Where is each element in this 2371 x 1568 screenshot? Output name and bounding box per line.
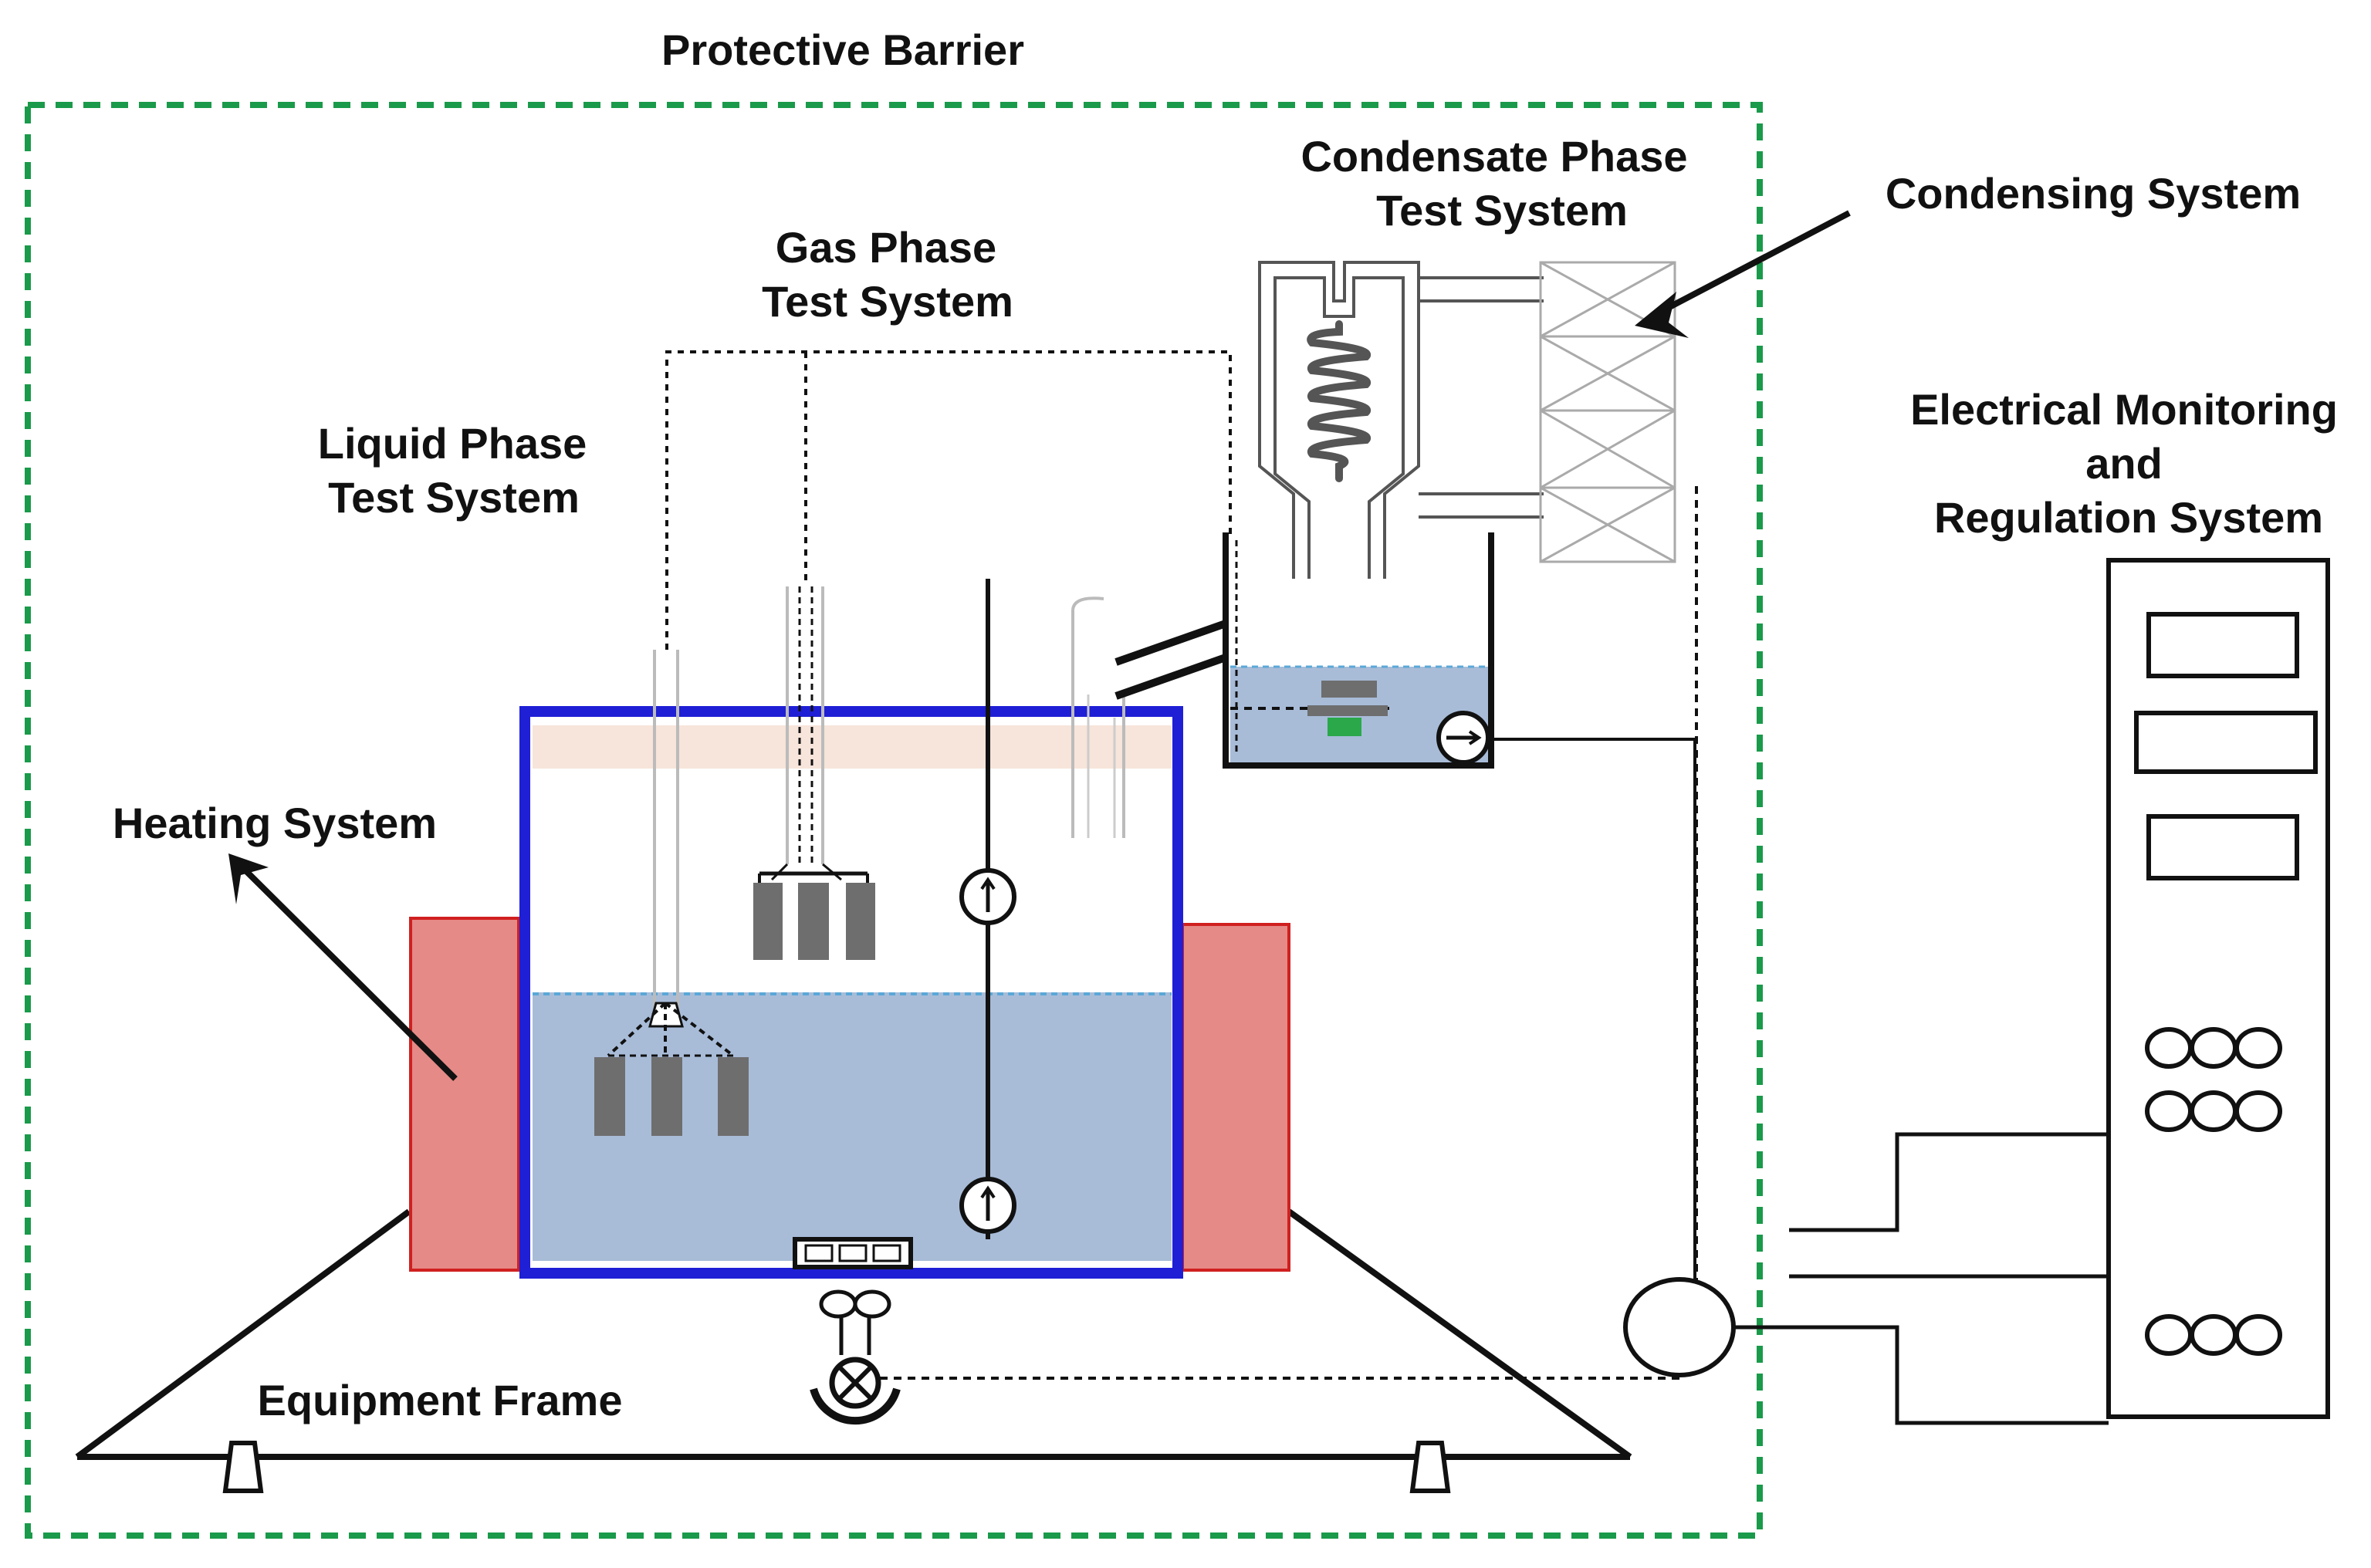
control-knobs-row-3 — [2145, 1314, 2282, 1356]
condensate-return-tube — [1071, 596, 1227, 838]
control-cabinet — [2106, 558, 2330, 1419]
liquid-specimen — [594, 1057, 625, 1136]
gas-specimen — [753, 883, 783, 960]
electrical-label-line2: and — [2085, 439, 2163, 488]
protective-barrier-outline — [25, 102, 1763, 1539]
gas-specimen — [798, 883, 829, 960]
test-vessel — [519, 706, 1183, 1279]
condensate-sensor-cable — [1490, 738, 1696, 1295]
condenser-coil — [1307, 320, 1372, 482]
magnetic-coupling — [819, 1289, 891, 1355]
protective-barrier-label: Protective Barrier — [661, 25, 1024, 74]
equipment-frame — [75, 1208, 1632, 1460]
flow-meter — [1623, 1277, 1736, 1377]
gas-specimen — [846, 883, 875, 960]
gas-phase-label-line1: Gas Phase — [776, 223, 996, 272]
control-cables — [1733, 1132, 2109, 1425]
condensing-unit — [1539, 261, 1676, 563]
display-panel — [2146, 814, 2299, 880]
condensing-system-label: Condensing System — [1886, 169, 2301, 218]
liquid-specimen — [651, 1057, 682, 1136]
gas-phase-holder — [758, 586, 869, 884]
vapor-band — [533, 725, 1172, 769]
display-panel — [2146, 612, 2299, 678]
stirrer-cell — [872, 1244, 901, 1262]
heating-system-arrow — [228, 853, 458, 1081]
liquid-bath — [533, 992, 1172, 1261]
condenser-column — [1258, 261, 1544, 579]
condensate-phase-label-line2: Test System — [1376, 186, 1628, 235]
probe-sensor-lower — [959, 1177, 1016, 1234]
gas-phase-label-line2: Test System — [762, 277, 1013, 326]
probe-sensor-upper — [959, 868, 1016, 925]
heater-right — [1181, 923, 1290, 1272]
condensate-level-sensor — [1436, 711, 1490, 765]
drain-valve — [810, 1357, 901, 1425]
equipment-frame-label: Equipment Frame — [258, 1376, 623, 1424]
electrical-label-line1: Electrical Monitoring — [1910, 385, 2338, 434]
liquid-specimen — [718, 1057, 749, 1136]
stirrer-cell — [838, 1244, 868, 1262]
frame-foot-right — [1409, 1441, 1451, 1493]
condensing-system-arrow — [1635, 210, 1851, 338]
frame-foot-left — [222, 1441, 264, 1493]
heater-left — [409, 917, 520, 1272]
liquid-phase-holder — [607, 650, 735, 1057]
liquid-phase-label-line1: Liquid Phase — [318, 419, 587, 468]
liquid-phase-label-line2: Test System — [328, 473, 580, 522]
electrical-label-line3: Regulation System — [1934, 493, 2323, 542]
display-panel — [2134, 711, 2318, 774]
condensate-phase-label-line1: Condensate Phase — [1300, 132, 1687, 181]
gas-phase-dotted-frame — [665, 350, 1232, 650]
stirrer-cell — [804, 1244, 834, 1262]
control-knobs-row-1 — [2145, 1027, 2282, 1069]
control-knobs-row-2 — [2145, 1090, 2282, 1132]
heating-system-label: Heating System — [113, 799, 437, 847]
